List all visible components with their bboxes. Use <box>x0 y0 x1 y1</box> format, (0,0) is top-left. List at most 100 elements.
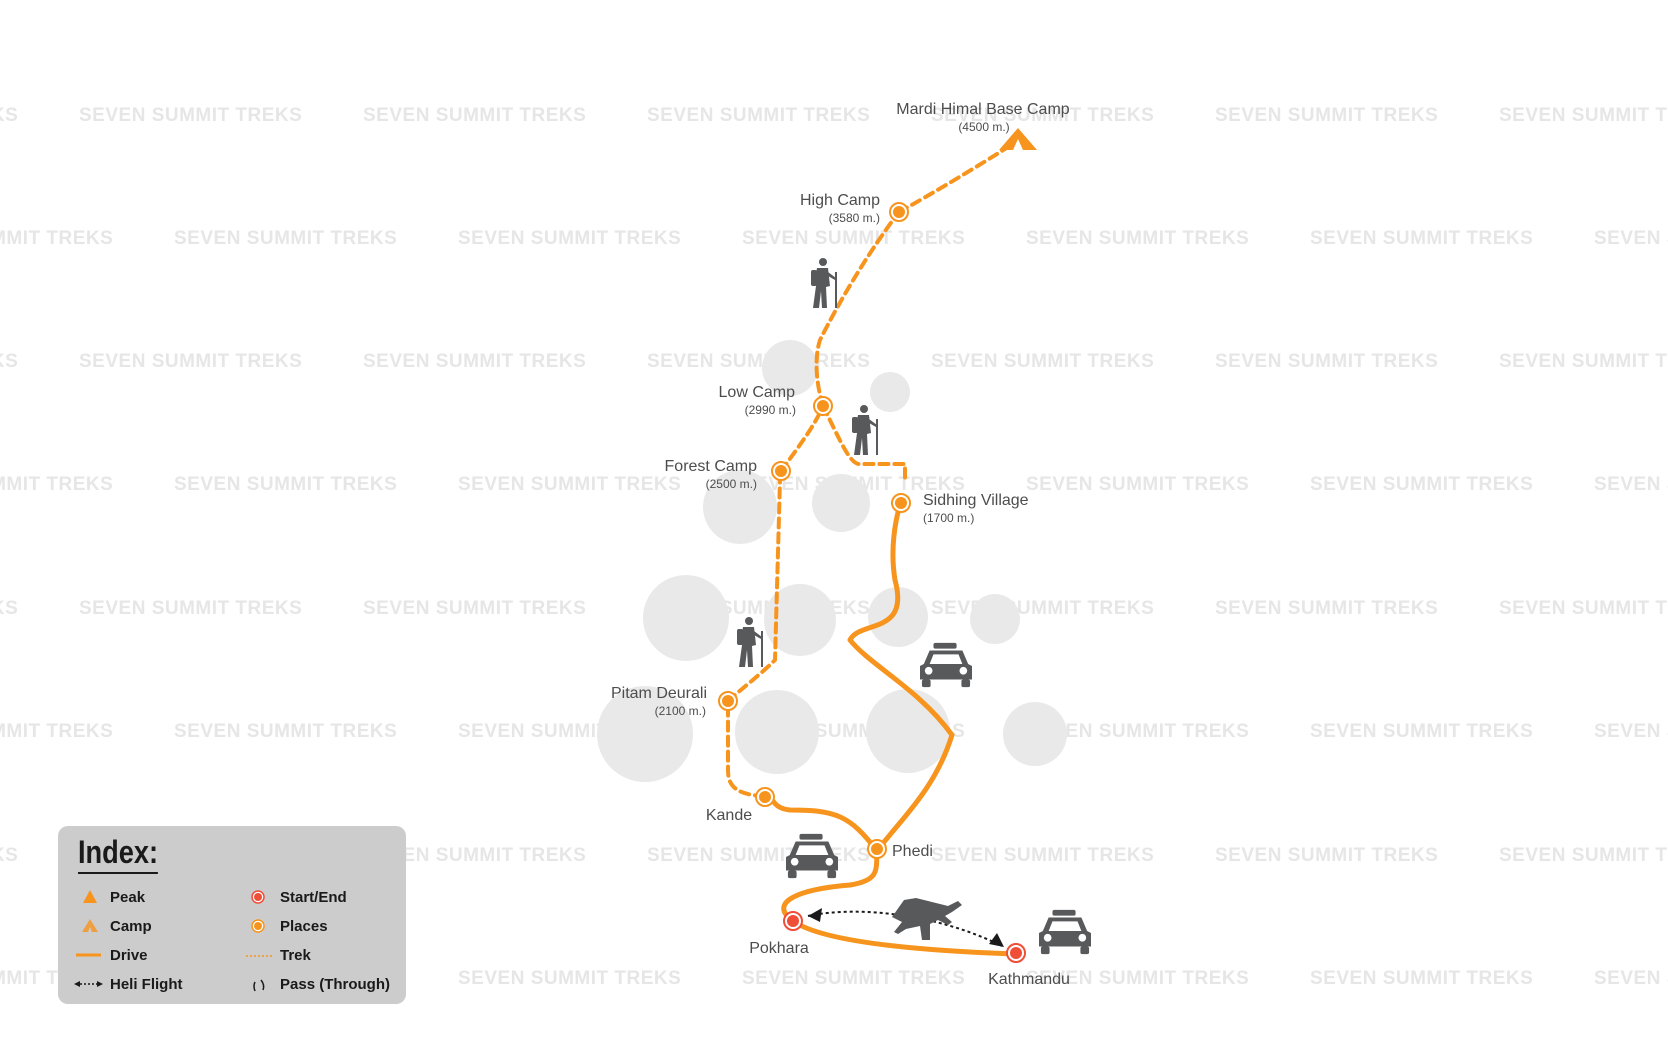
watermark-text: SEVEN SUMMIT TREKS <box>1594 968 1668 989</box>
place-name: Low Camp <box>719 384 796 401</box>
watermark-text: SEVEN SUMMIT TREKS <box>1215 351 1438 372</box>
watermark-text: SEVEN SUMMIT TREKS <box>174 474 397 495</box>
watermark-text: SEVEN SUMMIT TREKS <box>0 721 113 742</box>
legend-item-peak: Peak <box>70 886 145 908</box>
watermark-text: SEVEN SUMMIT TREKS <box>458 474 681 495</box>
watermark-text: SEVEN SUMMIT TREKS <box>1310 968 1533 989</box>
legend-label: Heli Flight <box>110 975 183 993</box>
place-elevation: (2990 m.) <box>745 403 796 417</box>
watermark-text: SEVEN SUMMIT TREKS <box>0 351 18 372</box>
place-markers <box>718 202 1026 963</box>
watermark-text: SEVEN SUMMIT TREKS <box>1499 598 1668 619</box>
watermark-text: SEVEN SUMMIT TREKS <box>1594 0 1668 3</box>
watermark-text: SEVEN SUMMIT TREKS <box>0 228 113 249</box>
place-marker <box>771 461 791 481</box>
place-name: Forest Camp <box>665 458 758 475</box>
place-marker <box>718 691 738 711</box>
watermark-text: SEVEN SUMMIT TREKS <box>931 845 1154 866</box>
legend-item-places: Places <box>240 915 328 937</box>
watermark-text: SEVEN SUMMIT TREKS <box>0 105 18 126</box>
watermark-text: SEVEN SUMMIT TREKS <box>0 0 113 3</box>
legend-item-heli-flight: Heli Flight <box>70 973 183 995</box>
heli-flight-icon <box>70 973 110 995</box>
watermark-text: SEVEN SUMMIT TREKS <box>1215 845 1438 866</box>
watermark-text: SEVEN SUMMIT TREKS <box>458 228 681 249</box>
watermark-text: SEVEN SUMMIT TREKS <box>1215 598 1438 619</box>
legend-label: Trek <box>280 946 311 964</box>
watermark-text: SEVEN SUMMIT TREKS <box>174 228 397 249</box>
pass-icon <box>240 973 280 995</box>
watermark-text: SEVEN SUMMIT TREKS <box>1499 105 1668 126</box>
legend-label: Start/End <box>280 888 347 906</box>
airplane-icon <box>892 898 962 940</box>
watermark-text: SEVEN SUMMIT TREKS <box>174 721 397 742</box>
place-name: Kathmandu <box>988 971 1070 988</box>
watermark-text: SEVEN SUMMIT TREKS <box>931 598 1154 619</box>
place-name: Kande <box>706 807 752 824</box>
place-name: Pitam Deurali <box>611 685 707 702</box>
watermark-text: SEVEN SUMMIT TREKS <box>1215 105 1438 126</box>
heli-flight-route <box>807 908 1004 947</box>
index-title: Index: <box>78 832 159 874</box>
place-elevation: (3580 m.) <box>829 211 880 225</box>
place-elevation: (4500 m.) <box>958 120 1009 134</box>
watermark-text: SEVEN SUMMIT TREKS <box>1026 721 1249 742</box>
watermark-text: SEVEN SUMMIT TREKS <box>458 0 681 3</box>
watermark-text: SEVEN SUMMIT TREKS <box>0 474 113 495</box>
watermark-text: SEVEN SUMMIT TREKS <box>931 351 1154 372</box>
legend-item-start-end: Start/End <box>240 886 347 908</box>
watermark-text: SEVEN SUMMIT TREKS <box>363 845 586 866</box>
watermark-text: SEVEN SUMMIT TREKS <box>742 228 965 249</box>
watermark-text: SEVEN SUMMIT TREKS <box>1310 721 1533 742</box>
place-marker <box>813 396 833 416</box>
watermark-text: SEVEN SUMMIT TREKS <box>1499 351 1668 372</box>
car-icon <box>1039 909 1091 955</box>
watermark-text: SEVEN SUMMIT TREKS <box>174 0 397 3</box>
watermark-text: SEVEN SUMMIT TREKS <box>1310 0 1533 3</box>
place-name: Pokhara <box>749 940 809 957</box>
place-elevation: (2100 m.) <box>655 704 706 718</box>
watermark-text: SEVEN SUMMIT TREKS <box>1310 228 1533 249</box>
hiker-icon <box>852 405 878 455</box>
watermark-text: SEVEN SUMMIT TREKS <box>79 351 302 372</box>
place-labels: Mardi Himal Base Camp (4500 m.) High Cam… <box>611 101 1070 988</box>
watermark-text: SEVEN SUMMIT TREKS <box>363 598 586 619</box>
car-icon <box>920 642 972 688</box>
hiker-icon <box>737 617 763 667</box>
legend-label: Peak <box>110 888 146 906</box>
legend-item-camp: Camp <box>70 915 152 937</box>
camp-icon <box>70 915 110 937</box>
watermark-text: SEVEN SUMMIT TREKS <box>742 0 965 3</box>
places-dot-icon <box>240 915 280 937</box>
place-marker <box>889 202 909 222</box>
watermark-text: SEVEN SUMMIT TREKS <box>1594 474 1668 495</box>
place-name: High Camp <box>800 192 880 209</box>
legend-label: Pass (Through) <box>280 975 391 993</box>
watermark-text: SEVEN SUMMIT TREKS <box>0 598 18 619</box>
watermark-text: SEVEN SUMMIT TREKS <box>1026 0 1249 3</box>
watermark-text: SEVEN SUMMIT TREKS <box>1026 474 1249 495</box>
legend-label: Camp <box>110 917 152 935</box>
watermark-text: SEVEN SUMMIT TREKS <box>1310 474 1533 495</box>
legend-item-pass: Pass (Through) <box>240 973 390 995</box>
legend-item-drive: Drive <box>70 944 148 966</box>
watermark-text: SEVEN SUMMIT TREKS <box>1026 228 1249 249</box>
decorative-circles <box>597 340 1067 782</box>
watermark-text: SEVEN SUMMIT TREKS <box>1026 968 1249 989</box>
watermark-text: SEVEN SUMMIT TREKS <box>1594 228 1668 249</box>
peak-icon <box>999 128 1037 150</box>
legend-label: Places <box>280 917 328 935</box>
hiker-icon <box>811 258 837 308</box>
watermark-text: SEVEN SUMMIT TREKS <box>647 105 870 126</box>
watermark-text: SEVEN SUMMIT TREKS <box>79 598 302 619</box>
place-marker <box>755 787 775 807</box>
start-end-marker <box>783 911 803 931</box>
place-name: Sidhing Village <box>923 492 1029 509</box>
watermark-text: SEVEN SUMMIT TREKS <box>0 845 18 866</box>
place-name: Phedi <box>892 843 933 860</box>
watermark-text: SEVEN SUMMIT TREKS <box>1499 845 1668 866</box>
place-marker <box>867 839 887 859</box>
watermark-text: SEVEN SUMMIT TREKS <box>1594 721 1668 742</box>
legend-label: Drive <box>110 946 148 964</box>
watermark-text: SEVEN SUMMIT TREKS <box>742 968 965 989</box>
